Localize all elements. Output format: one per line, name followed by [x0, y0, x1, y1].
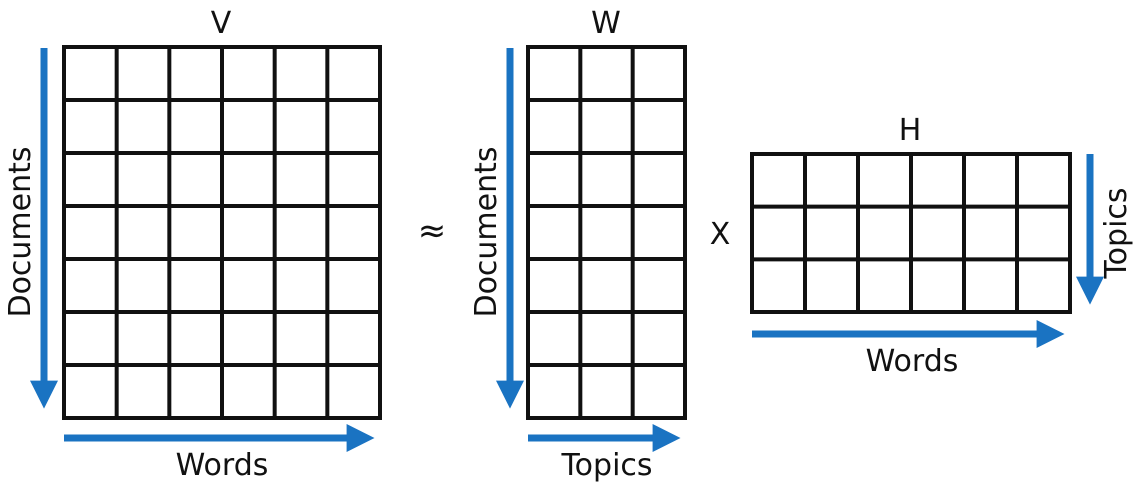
matrix-v-col-axis-label: Words — [176, 448, 269, 483]
matrix-h: H Topics Words — [750, 113, 1134, 379]
matrix-v-grid — [62, 45, 382, 420]
matrix-h-title: H — [899, 113, 922, 148]
matrix-v-row-axis-label: Documents — [3, 146, 38, 317]
matrix-h-row-axis-label: Topics — [1099, 187, 1134, 279]
matrix-w-border — [526, 45, 687, 420]
matrix-w-row-axis-label: Documents — [469, 146, 504, 317]
matrix-v-title: V — [211, 6, 232, 41]
matrix-w-title: W — [591, 6, 621, 41]
approx-symbol: ≈ — [418, 211, 447, 251]
matrix-w: W Documents Topics — [469, 6, 687, 483]
times-symbol: X — [710, 217, 731, 252]
matrix-w-col-axis-label: Topics — [560, 448, 652, 483]
matrix-h-col-axis-label: Words — [866, 344, 959, 379]
matrix-h-grid — [750, 152, 1072, 314]
matrix-w-grid — [526, 45, 687, 420]
matrix-v: V Documents Words — [3, 6, 382, 483]
